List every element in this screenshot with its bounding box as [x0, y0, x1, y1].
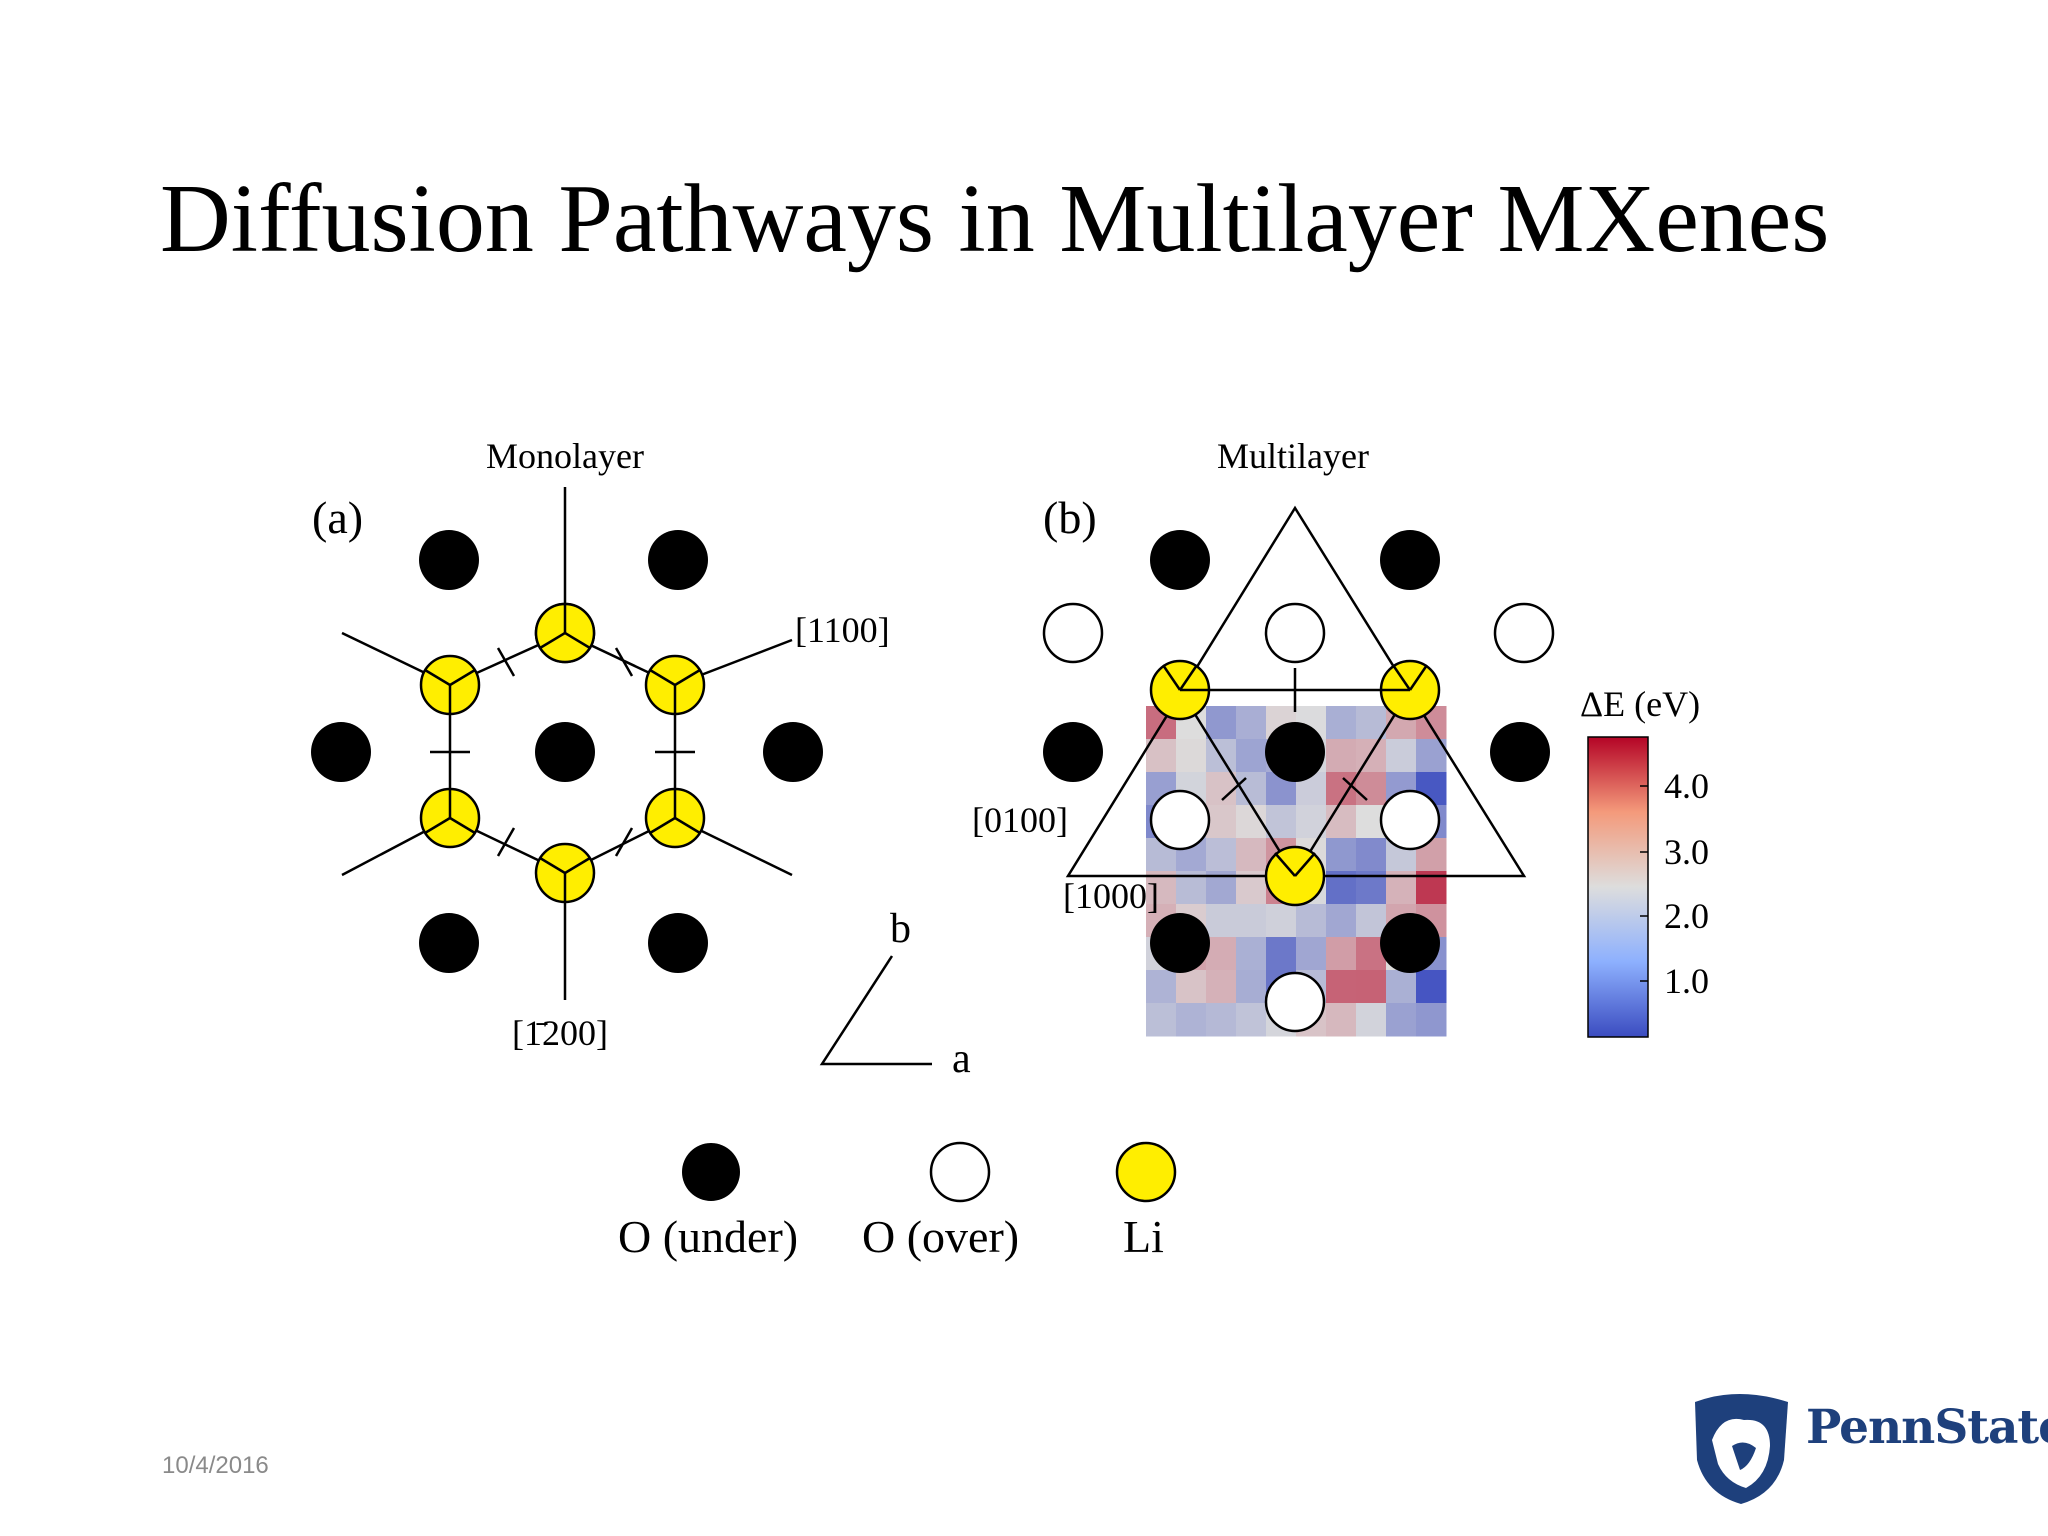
panel-b-li-sites: [1149, 659, 1441, 907]
heatmap-cell: [1146, 739, 1177, 773]
colorbar-title: ΔE (eV): [1580, 684, 1700, 724]
heatmap-cell: [1236, 970, 1267, 1004]
heatmap-cell: [1356, 772, 1387, 806]
slide-title: Diffusion Pathways in Multilayer MXenes: [160, 165, 1830, 273]
heatmap-cell: [1326, 1003, 1357, 1037]
legend-li-label: Li: [1123, 1211, 1164, 1262]
heatmap-cell: [1416, 1003, 1447, 1037]
heatmap-cell: [1206, 772, 1237, 806]
heatmap-cell: [1326, 937, 1357, 971]
heatmap-cell: [1326, 739, 1357, 773]
heatmap-cell: [1236, 904, 1267, 938]
heatmap-cell: [1146, 970, 1177, 1004]
heatmap-cell: [1236, 838, 1267, 872]
lattice-axes: b a: [819, 906, 971, 1082]
direction-label-1100: [1100]: [795, 610, 890, 650]
heatmap-cell: [1266, 937, 1297, 971]
heatmap-cell: [1326, 970, 1357, 1004]
legend-o-over-marker: [929, 1141, 991, 1203]
heatmap-cell: [1356, 970, 1387, 1004]
heatmap-cell: [1386, 739, 1417, 773]
panel-b-o-under-sites: [1043, 530, 1550, 973]
panel-b-o-over-sites: [1042, 602, 1555, 1033]
axis-b-label: b: [890, 906, 911, 952]
colorbar-gradient: [1587, 736, 1649, 1038]
heatmap-cell: [1236, 937, 1267, 971]
heatmap-cell: [1236, 739, 1267, 773]
panel-a-label: (a): [312, 492, 363, 543]
heatmap-cell: [1356, 904, 1387, 938]
footer-date: 10/4/2016: [162, 1452, 269, 1479]
heatmap-cell: [1356, 1003, 1387, 1037]
axis-a-label: a: [952, 1036, 971, 1082]
legend-o-under-marker: [682, 1143, 740, 1201]
heatmap-cell: [1296, 904, 1327, 938]
heatmap-cell: [1206, 1003, 1237, 1037]
energy-colorbar: ΔE (eV) 4.0 3.0 2.0 1.0: [1580, 684, 1709, 1038]
pennstate-shield-icon: [1695, 1394, 1788, 1504]
heatmap-cell: [1236, 1003, 1267, 1037]
panel-a-header: Monolayer: [486, 436, 644, 476]
heatmap-cell: [1176, 739, 1207, 773]
heatmap-cell: [1356, 739, 1387, 773]
heatmap-cell: [1266, 805, 1297, 839]
heatmap-cell: [1356, 838, 1387, 872]
heatmap-cell: [1206, 838, 1237, 872]
heatmap-cell: [1386, 970, 1417, 1004]
panel-a-o-under-sites: [311, 530, 823, 973]
heatmap-cell: [1416, 970, 1447, 1004]
heatmap-cell: [1236, 706, 1267, 740]
heatmap-cell: [1326, 706, 1357, 740]
legend-o-over-label: O (over): [862, 1211, 1019, 1262]
heatmap-cell: [1386, 1003, 1417, 1037]
colorbar-tick-4: 4.0: [1664, 766, 1709, 806]
direction-label-0100: [0100]: [972, 800, 1068, 840]
colorbar-tick-2: 2.0: [1664, 896, 1709, 936]
heatmap-cell: [1326, 904, 1357, 938]
heatmap-cell: [1206, 805, 1237, 839]
heatmap-cell: [1146, 1003, 1177, 1037]
panel-b-header: Multilayer: [1217, 436, 1369, 476]
colorbar-tick-3: 3.0: [1664, 832, 1709, 872]
heatmap-cell: [1326, 805, 1357, 839]
panel-a-li-hubs: [419, 602, 706, 904]
direction-label-1-200: [1̄200]: [512, 1013, 608, 1053]
heatmap-cell: [1206, 970, 1237, 1004]
legend-o-under-label: O (under): [618, 1211, 798, 1262]
heatmap-cell: [1206, 706, 1237, 740]
heatmap-cell: [1296, 937, 1327, 971]
pennstate-logo-text: PennState: [1806, 1400, 2048, 1455]
panel-b-label: (b): [1043, 492, 1097, 543]
heatmap-cell: [1176, 970, 1207, 1004]
colorbar-tick-1: 1.0: [1664, 961, 1709, 1001]
heatmap-cell: [1176, 1003, 1207, 1037]
heatmap-cell: [1326, 838, 1357, 872]
heatmap-cell: [1206, 904, 1237, 938]
legend-li-marker: [1115, 1141, 1177, 1203]
legend: O (under) O (over) Li: [618, 1141, 1177, 1262]
direction-label-1000: [1000]: [1063, 876, 1159, 916]
panel-a: Monolayer (a): [311, 436, 890, 1053]
heatmap-cell: [1266, 904, 1297, 938]
heatmap-cell: [1206, 937, 1237, 971]
panel-b: Multilayer (b): [972, 436, 1555, 1037]
